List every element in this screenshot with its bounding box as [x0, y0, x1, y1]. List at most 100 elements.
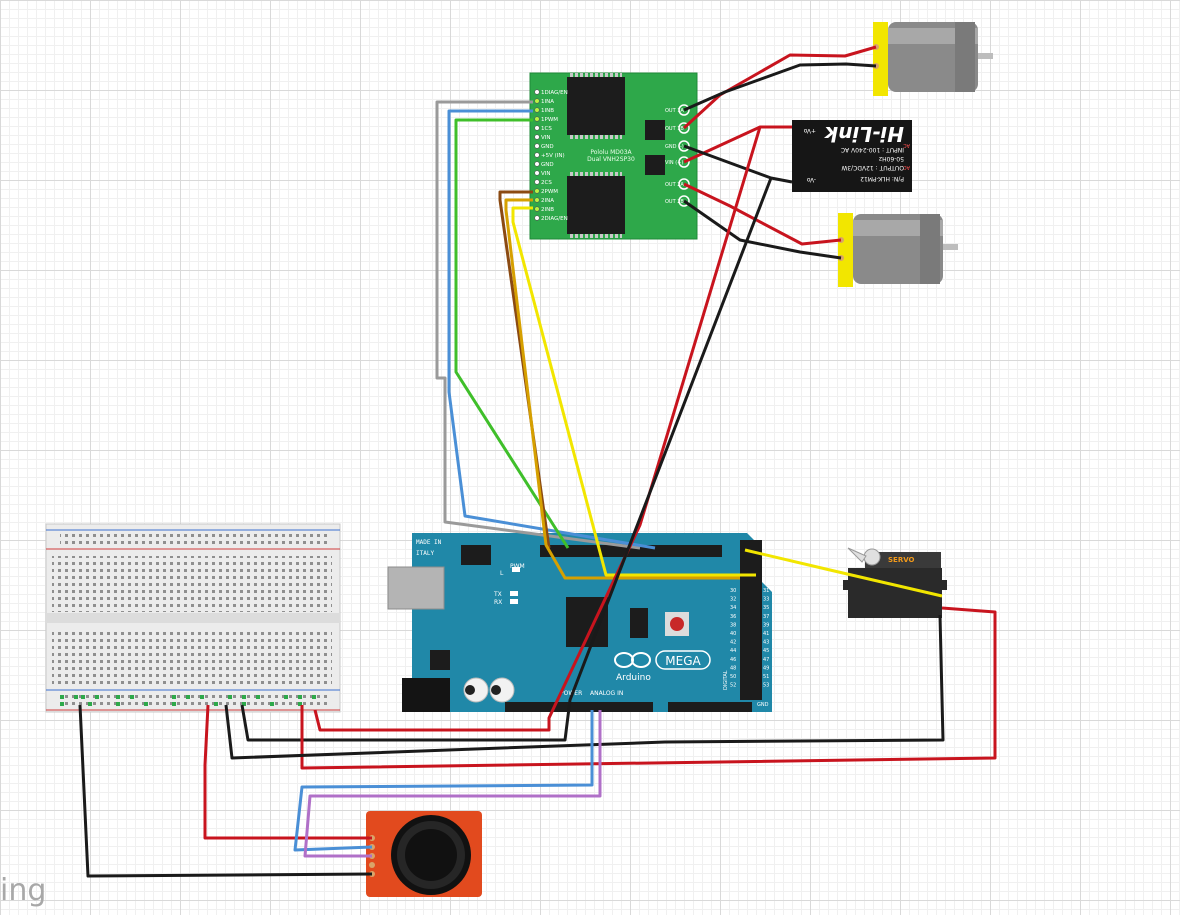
- digital-pin-label: 34: [730, 605, 736, 611]
- wire-psu-red: [683, 125, 792, 164]
- driver-pin: [534, 197, 540, 203]
- wire-yellow: [511, 206, 756, 577]
- driver-pin-label: VIN: [541, 171, 551, 177]
- mosfet-2: [645, 155, 665, 175]
- psu-part: P/N: HLK-PM12: [860, 175, 904, 182]
- driver-pin: [534, 89, 540, 95]
- arduino-model: MEGA: [665, 654, 701, 668]
- arduino-made-in: MADE IN: [416, 539, 442, 546]
- driver-pin: [534, 152, 540, 158]
- digital-pin-label: 47: [763, 657, 769, 663]
- wire-servo-black: [224, 614, 945, 760]
- joystick-module: [366, 811, 482, 897]
- psu-ac-1: AC: [903, 164, 910, 170]
- wire-psu-black: [683, 144, 793, 184]
- servo-label: SERVO: [888, 556, 915, 564]
- digital-pin-label: 31: [763, 588, 769, 594]
- digital-pin-label: 50: [730, 674, 736, 680]
- driver-chip-2: [567, 176, 625, 234]
- servo-motor: SERVO: [843, 547, 947, 618]
- psu-ac-2: AC: [903, 142, 910, 148]
- arduino-logo: [614, 652, 651, 668]
- digital-pin-label: 39: [763, 622, 769, 628]
- wire-green: [454, 118, 570, 549]
- wire-blue: [447, 109, 656, 550]
- driver-pin-label: 1INB: [541, 108, 554, 114]
- digital-pin-label: 40: [730, 631, 736, 637]
- arduino-gnd: GND: [757, 702, 769, 708]
- digital-pin-label: 42: [730, 640, 736, 646]
- wire-motor2-black: [683, 199, 842, 260]
- driver-pin: [534, 125, 540, 131]
- wire-motor2-red: [683, 182, 842, 246]
- driver-pin: [534, 161, 540, 167]
- arduino-pwm: PWM: [510, 563, 525, 570]
- motor-driver-board: Pololu MD03A Dual VNH2SP30 1DIAG/EN 1INA 1…: [529, 72, 698, 240]
- driver-pin-label: 1CS: [541, 126, 552, 132]
- driver-pin-label: 2INB: [541, 207, 554, 213]
- wire-power-red: [313, 126, 762, 732]
- wire-gray: [435, 100, 641, 550]
- driver-pin: [534, 179, 540, 185]
- arduino-digital: DIGITAL: [723, 670, 729, 690]
- digital-pin-label: 37: [763, 614, 769, 620]
- driver-title-1: Pololu MD03A: [590, 149, 632, 156]
- arduino-rx: RX: [494, 599, 502, 606]
- digital-pin-label: 53: [763, 683, 769, 689]
- driver-pin-label: GND: [541, 144, 554, 150]
- digital-pin-label: 46: [730, 657, 736, 663]
- power-jack: [402, 678, 450, 712]
- driver-pin: [534, 107, 540, 113]
- psu-pin-plus: +Vo: [803, 127, 816, 134]
- driver-pin-label: +5V (IN): [541, 153, 565, 159]
- digital-pin-label: 30: [730, 588, 736, 594]
- psu-freq: 50-60Hz: [879, 155, 904, 162]
- digital-pin-label: 36: [730, 614, 736, 620]
- digital-pin-label: 38: [730, 622, 736, 628]
- wire-motor1-black: [683, 62, 877, 112]
- driver-pin-label: 2PWM: [541, 189, 558, 195]
- driver-pin: [534, 116, 540, 122]
- driver-pin-label: GND: [541, 162, 554, 168]
- wire-servo-red: [300, 606, 997, 770]
- usb-port: [387, 566, 445, 610]
- wire-orange: [504, 198, 740, 580]
- wire-joy-blue: [293, 710, 594, 852]
- wire-motor1-red: [682, 45, 877, 130]
- driver-pin-label: 1INA: [541, 99, 554, 105]
- arduino-l: L: [500, 570, 504, 577]
- wires: [78, 45, 997, 878]
- driver-pin: [534, 170, 540, 176]
- mosfet-1: [645, 120, 665, 140]
- driver-pin: [534, 215, 540, 221]
- psu-output: OUTPUT : 12VDC/3W: [841, 164, 904, 171]
- driver-pin-label: 2INA: [541, 198, 554, 204]
- psu-pin-minus: -Vo: [807, 176, 816, 183]
- driver-pin-label: 1DIAG/EN: [541, 90, 568, 96]
- driver-terminal-label: OUT 2A: [665, 182, 684, 188]
- psu-input: INPUT : 100-240V AC: [841, 146, 904, 153]
- digital-pin-label: 44: [730, 648, 736, 654]
- watermark: ing: [0, 873, 46, 908]
- digital-pin-label: 49: [763, 665, 769, 671]
- arduino-mega-board: MADE IN ITALY PWM L TX RX COMMUNICATION …: [387, 533, 772, 712]
- digital-pin-label: 45: [763, 648, 769, 654]
- wire-servo-signal: [744, 548, 943, 598]
- arduino-country: ITALY: [416, 550, 434, 557]
- hilink-power-module: P/N: HLK-PM12 OUTPUT : 12VDC/3W 50-60Hz …: [792, 120, 912, 192]
- dc-motor-2: [838, 213, 958, 287]
- dc-motor-1: [873, 22, 993, 96]
- driver-pin: [534, 98, 540, 104]
- driver-pin-label: 2CS: [541, 180, 552, 186]
- driver-terminal-label: OUT 1B: [665, 126, 684, 132]
- driver-pin-label: 1PWM: [541, 117, 558, 123]
- driver-terminal-label: OUT 1A: [665, 108, 684, 114]
- psu-brand: Hi-Link: [823, 122, 904, 146]
- digital-pin-label: 41: [763, 631, 769, 637]
- driver-title-2: Dual VNH2SP30: [587, 156, 635, 163]
- digital-pin-label: 52: [730, 683, 736, 689]
- driver-chip-1: [567, 77, 625, 135]
- digital-pin-label: 43: [763, 640, 769, 646]
